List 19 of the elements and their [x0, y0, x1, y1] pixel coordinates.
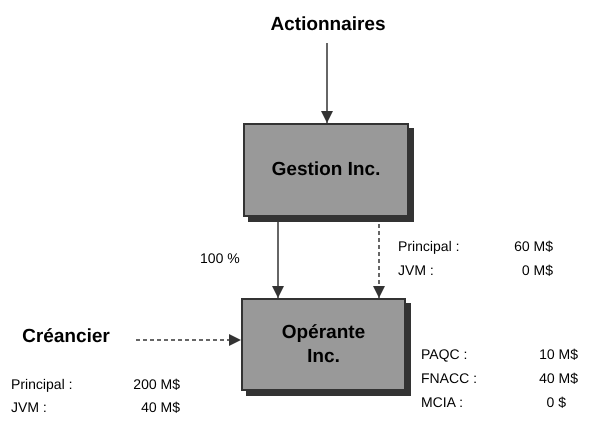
- amount-value: 0 M$: [522, 262, 553, 278]
- amount-value: 200 M$: [133, 376, 180, 392]
- item-name: PAQC :: [421, 346, 468, 362]
- item-name: MCIA :: [421, 394, 464, 410]
- edge-label: 100 %: [200, 250, 240, 266]
- item-name: JVM :: [11, 399, 47, 415]
- item-name: Principal :: [398, 238, 460, 254]
- party-label: Créancier: [6, 324, 126, 350]
- amount-value: 60 M$: [514, 238, 553, 254]
- arrow: [136, 334, 241, 346]
- amount-value: 40 M$: [141, 399, 180, 415]
- amount-value: 40 M$: [539, 370, 578, 386]
- amount-value: 10 M$: [539, 346, 578, 362]
- item-name: Principal :: [11, 376, 72, 392]
- amount-value: 0 $: [546, 394, 566, 410]
- party-label: Actionnaires: [263, 10, 393, 40]
- arrow: [321, 43, 333, 123]
- item-name: JVM :: [398, 262, 434, 278]
- item-name: FNACC :: [421, 370, 477, 386]
